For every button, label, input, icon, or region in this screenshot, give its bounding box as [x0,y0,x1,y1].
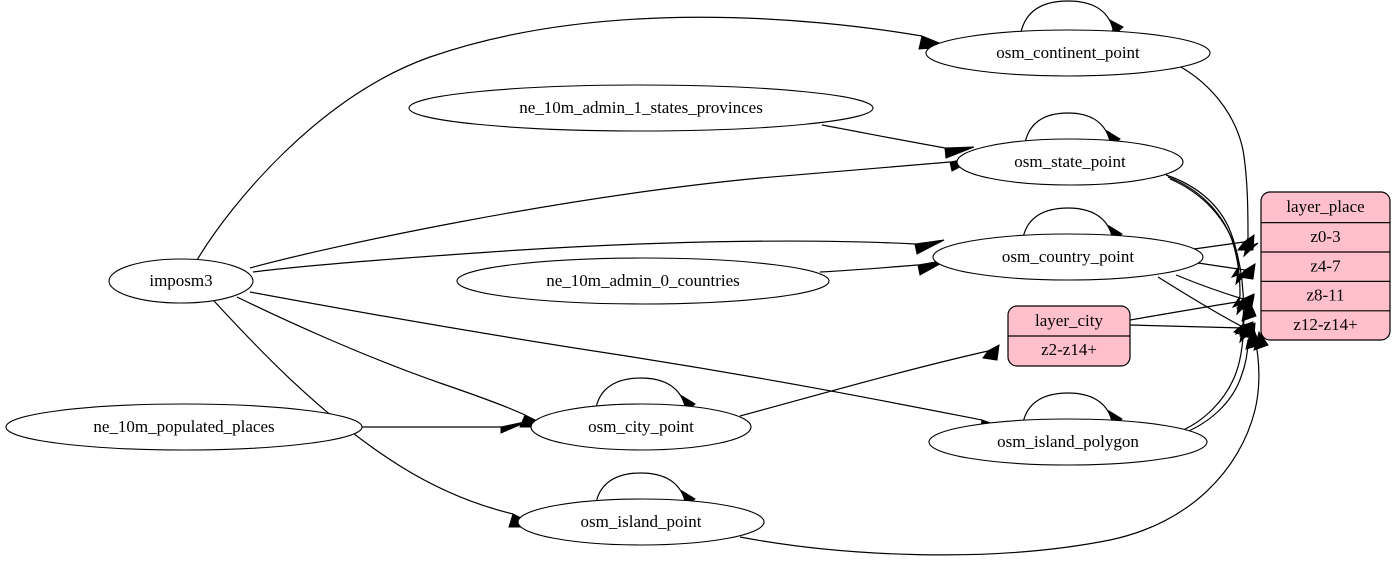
layer_place-row-z12-z14[interactable]: z12-z14+ [1293,315,1357,334]
node-osm_island_polygon[interactable]: osm_island_polygon [928,418,1208,466]
node-label-osm_island_polygon: osm_island_polygon [997,432,1139,451]
edge-imposm3-to-osm_country_point [252,239,945,273]
edge-osm_country_point-to-layer_place-z0-3 [1193,233,1255,251]
node-osm_city_point[interactable]: osm_city_point [530,403,752,451]
edge-osm_country_point-to-layer_place-z4-7 [1197,262,1256,280]
node-imposm3[interactable]: imposm3 [108,258,254,304]
edge-imposm3-to-osm_continent_point [196,16,950,261]
node-label-osm_state_point: osm_state_point [1014,152,1126,171]
edge-osm_island_point-to-layer_place-z12-z14 [739,330,1269,556]
edge-osm_city_point-to-layer_city [739,344,1000,417]
edge-ne_10m_admin_1_states_provinces-to-osm_state_point [821,124,975,159]
node-ne_10m_admin_0_countries[interactable]: ne_10m_admin_0_countries [456,257,830,305]
node-label-osm_island_point: osm_island_point [581,512,702,531]
edge-osm_island_polygon-to-layer_place-z12-z14 [1183,328,1261,434]
node-label-ne_10m_admin_0_countries: ne_10m_admin_0_countries [546,271,740,290]
edge-layer_city-to-layer_place-z8-11 [1129,295,1255,321]
node-osm_island_point[interactable]: osm_island_point [517,498,765,546]
node-layer: imposm3 ne_10m_admin_1_states_provinces … [5,29,1391,546]
layer_place-row-z0-3[interactable]: z0-3 [1310,227,1340,246]
node-layer_city[interactable]: layer_city z2-z14+ [1007,305,1131,367]
node-label-osm_country_point: osm_country_point [1002,247,1134,266]
node-label-osm_city_point: osm_city_point [588,417,694,436]
node-layer_place[interactable]: layer_place z0-3 z4-7 z8-11 z12-z14+ [1260,191,1391,341]
node-label-ne_10m_admin_1_states_provinces: ne_10m_admin_1_states_provinces [519,98,763,117]
edge-ne_10m_populated_places-to-osm_city_point [362,420,530,434]
node-osm_country_point[interactable]: osm_country_point [932,233,1204,281]
layer_place-row-title: layer_place [1286,197,1364,216]
edge-layer_city-to-layer_place-z12-z14 [1129,322,1256,339]
edge-ne_10m_admin_0_countries-to-osm_country_point [819,259,948,276]
layer_city-row-title: layer_city [1035,311,1103,330]
layer_place-row-z4-7[interactable]: z4-7 [1310,256,1341,275]
node-label-ne_10m_populated_places: ne_10m_populated_places [93,417,274,436]
node-ne_10m_populated_places[interactable]: ne_10m_populated_places [5,403,363,451]
edge-osm_continent_point-to-layer_place-z0-3 [1178,65,1259,258]
node-label-osm_continent_point: osm_continent_point [996,43,1140,62]
node-osm_continent_point[interactable]: osm_continent_point [925,29,1211,77]
node-osm_state_point[interactable]: osm_state_point [956,138,1184,186]
edge-imposm3-to-osm_state_point [249,156,980,269]
layer_place-row-z8-11[interactable]: z8-11 [1306,285,1344,304]
node-label-imposm3: imposm3 [149,271,212,290]
node-ne_10m_admin_1_states_provinces[interactable]: ne_10m_admin_1_states_provinces [408,84,874,132]
layer_city-row-z2-z14[interactable]: z2-z14+ [1041,340,1097,359]
